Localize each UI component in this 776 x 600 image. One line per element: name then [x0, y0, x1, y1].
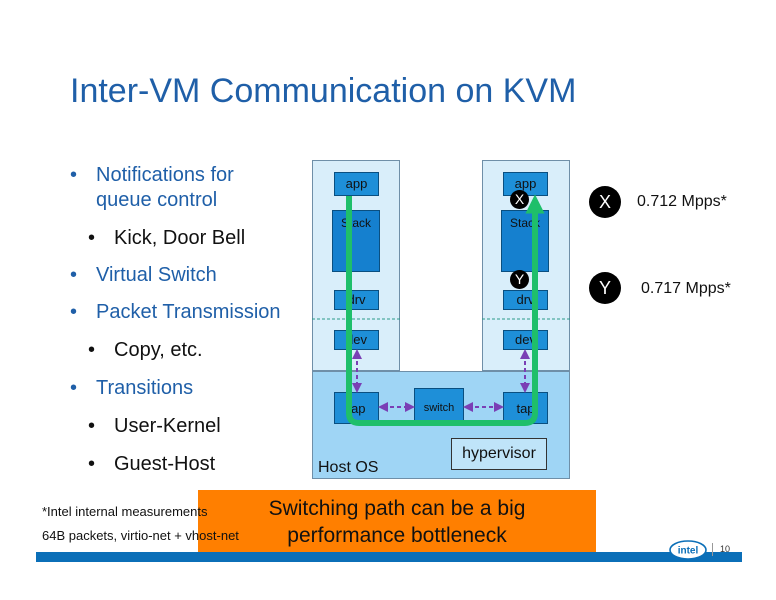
host-os-label: Host OS: [318, 459, 379, 476]
bullet-dot: •: [70, 164, 78, 186]
callout-line-1: Switching path can be a big: [268, 497, 526, 520]
bullet-dot: •: [70, 264, 78, 286]
page-title: Inter-VM Communication on KVM: [70, 72, 577, 110]
intel-logo-text: intel: [678, 546, 699, 557]
bullet-text: Transitions: [96, 377, 194, 399]
bullet-text: Kick, Door Bell: [114, 227, 246, 249]
intel-logo: intel: [669, 540, 707, 560]
marker-y: Y: [510, 270, 529, 289]
bullet-text: Virtual Switch: [96, 264, 217, 286]
bullet-text: Notifications for: [96, 164, 234, 186]
measurement-y-value: 0.717 Mpps*: [641, 280, 731, 297]
footnote-packets: 64B packets, virtio-net + vhost-net: [42, 528, 239, 543]
legend-marker-x: X: [589, 186, 621, 218]
bullet-text: Packet Transmission: [96, 301, 281, 323]
footnote-measurements: *Intel internal measurements: [42, 504, 208, 519]
bullet-text: Copy, etc.: [114, 339, 203, 361]
bullet-dot: •: [88, 227, 96, 249]
vm-left-app-box: app: [334, 172, 379, 196]
page-number: 10: [720, 544, 731, 554]
footer-divider: [712, 543, 713, 556]
bullet-dot: •: [70, 377, 78, 399]
bullet-dot: •: [88, 453, 96, 475]
hypervisor-box: hypervisor: [451, 438, 547, 470]
measurement-x-value: 0.712 Mpps*: [637, 193, 727, 210]
bullet-dot: •: [88, 415, 96, 437]
callout-line-2: performance bottleneck: [287, 524, 507, 547]
legend-marker-y: Y: [589, 272, 621, 304]
tap-right-box: tap: [503, 392, 548, 424]
footer-bar: [36, 552, 742, 562]
bullet-text: User-Kernel: [114, 415, 221, 437]
bullet-text: queue control: [96, 189, 218, 211]
vm-right-stack-box: Stack: [501, 210, 549, 272]
bullet-dot: •: [88, 339, 96, 361]
bottleneck-callout: Switching path can be a big performance …: [198, 490, 596, 552]
bullet-dot: •: [70, 301, 78, 323]
vm-left-stack-box: Stack: [332, 210, 380, 272]
switching-path: [346, 194, 545, 426]
marker-x: X: [510, 190, 529, 209]
bullet-text: Guest-Host: [114, 453, 216, 475]
